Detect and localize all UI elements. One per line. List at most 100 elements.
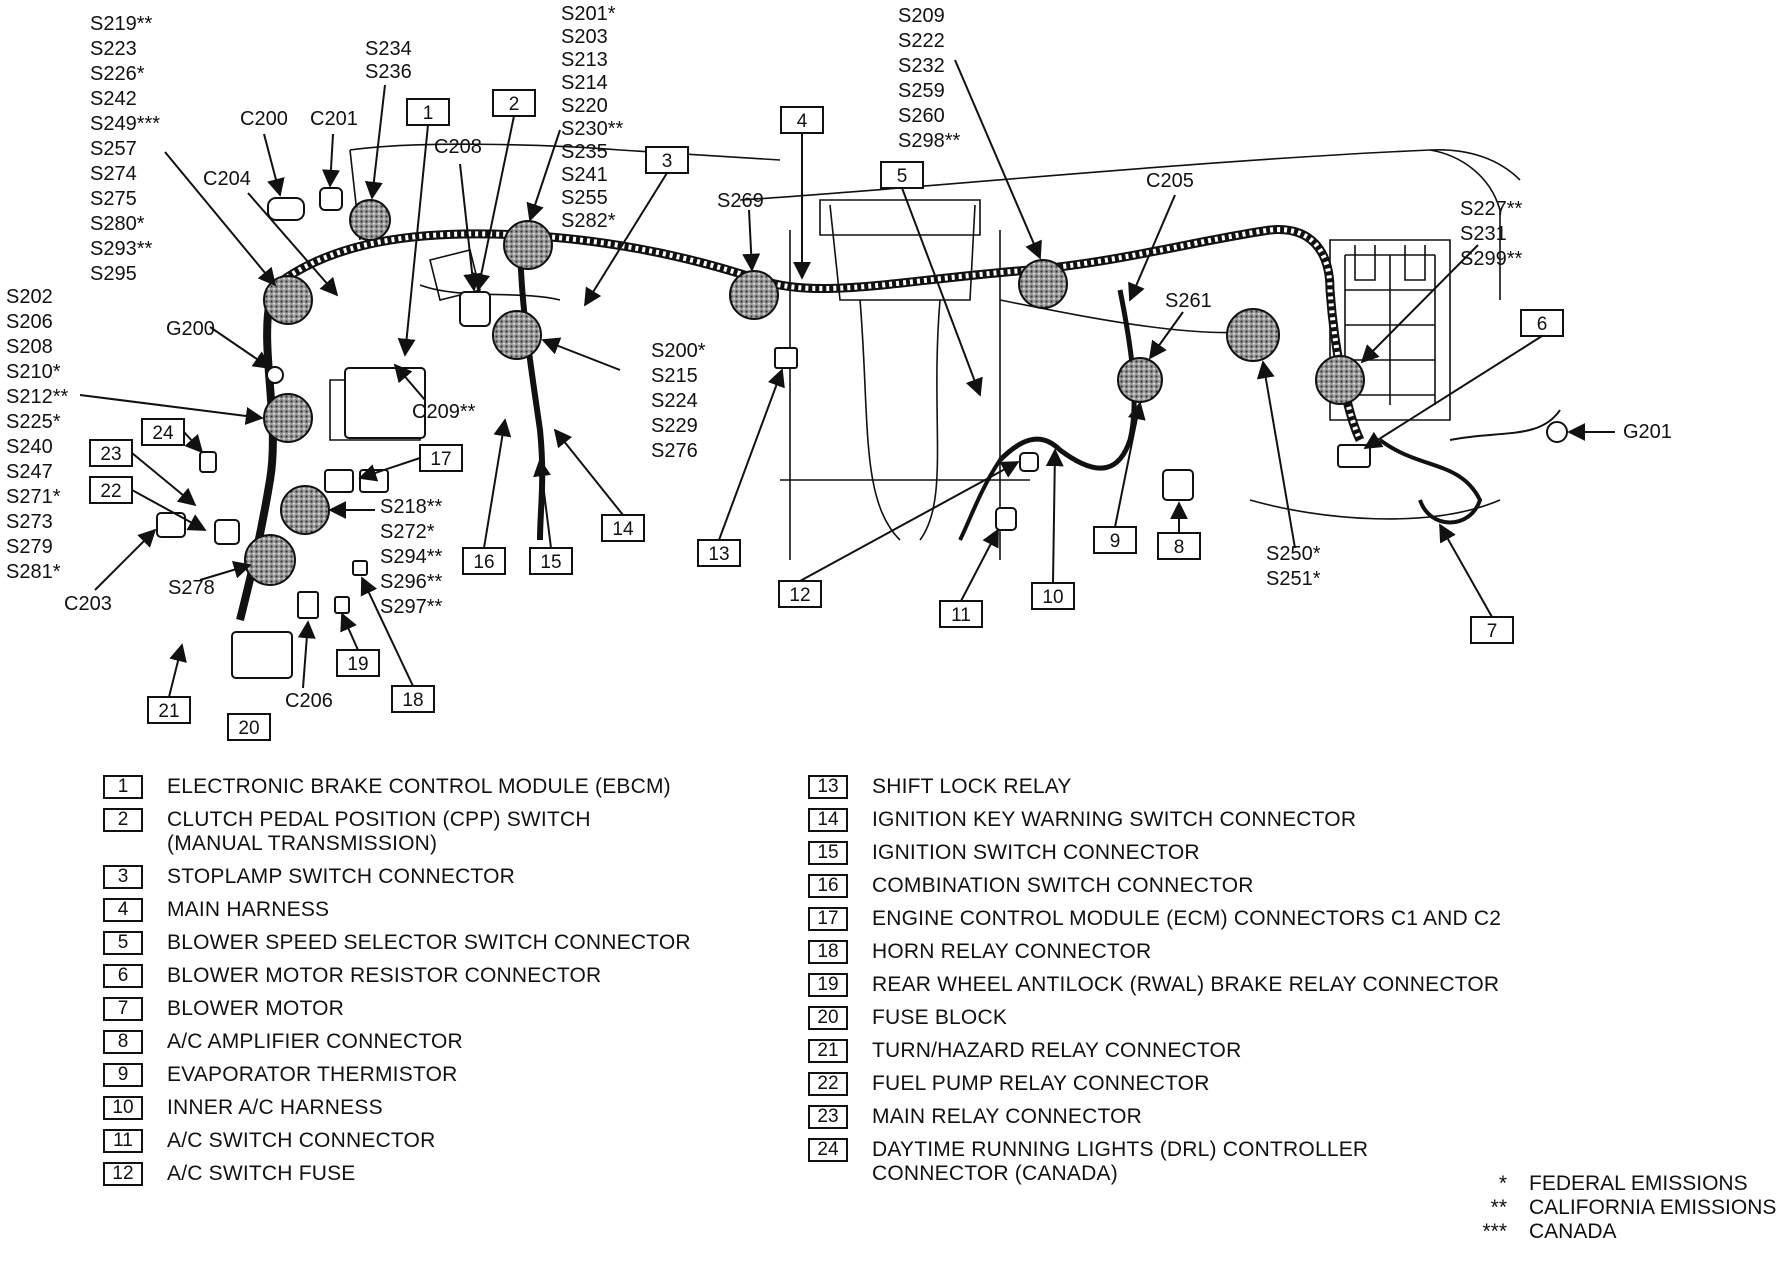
connector-23 [214,519,240,545]
legend-number-box: 19 [808,973,848,997]
box-7: 7 [1487,621,1498,642]
label-g201: G201 [1623,421,1672,443]
connector-c206 [297,591,319,619]
fuse-block [231,631,293,679]
connector-c203 [156,512,186,538]
splice-group-9: S250* S251* [1266,543,1326,590]
splice-pack-s209 [1018,259,1068,309]
label-s269: S269 [717,190,764,212]
legend-text: IGNITION SWITCH CONNECTOR [872,841,1200,864]
legend-item: 17 ENGINE CONTROL MODULE (ECM) CONNECTORS… [808,907,1548,931]
box-21: 21 [158,701,179,722]
footnote-symbol: * [1498,1172,1507,1195]
legend-item: 9 EVAPORATOR THERMISTOR [103,1063,743,1087]
legend-number-box: 21 [808,1039,848,1063]
legend-text: MAIN HARNESS [167,898,330,921]
box-18: 18 [402,690,423,711]
box-13: 13 [708,544,729,565]
legend-number-box: 9 [103,1063,143,1087]
footnote-row: * FEDERAL EMISSIONS [1455,1172,1776,1196]
legend-text: BLOWER MOTOR [167,997,345,1020]
numbered-callout-boxes [89,89,1564,741]
connector-6 [1337,444,1371,468]
legend-number-box: 8 [103,1030,143,1054]
label-c200: C200 [240,108,288,130]
legend-number-box: 12 [103,1162,143,1186]
legend-item: 16 COMBINATION SWITCH CONNECTOR [808,874,1548,898]
legend-text: HORN RELAY CONNECTOR [872,940,1152,963]
legend-number-box: 20 [808,1006,848,1030]
legend-number-box: 23 [808,1105,848,1129]
box-5: 5 [897,166,908,187]
splice-group-7: S227** S231 S299** [1460,198,1528,270]
box-20: 20 [238,718,259,739]
label-s261: S261 [1165,290,1212,312]
label-c209: C209** [412,401,476,423]
box-8: 8 [1174,537,1185,558]
legend-text: IGNITION KEY WARNING SWITCH CONNECTOR [872,808,1357,831]
legend-text: ENGINE CONTROL MODULE (ECM) CONNECTORS C… [872,907,1502,930]
label-c204: C204 [203,168,251,190]
footnote-row: **CALIFORNIA EMISSIONS [1455,1196,1777,1220]
splice-pack-s200 [492,310,542,360]
box-15: 15 [540,552,561,573]
label-c206: C206 [285,690,333,712]
footnotes: * FEDERAL EMISSIONS **CALIFORNIA EMISSION… [1455,1172,1776,1244]
connector-19 [334,596,350,614]
box-10: 10 [1042,587,1063,608]
footnote-symbol: *** [1482,1220,1507,1243]
box-14: 14 [612,519,634,540]
splice-group-4: S209 S222 S232 S259 S260 S298** [898,5,960,152]
legend-number-box: 1 [103,775,143,799]
legend-number-box: 15 [808,841,848,865]
box-17: 17 [430,449,451,470]
splice-pack-s201 [503,220,553,270]
legend-text: ELECTRONIC BRAKE CONTROL MODULE (EBCM) [167,775,671,798]
legend-text: EVAPORATOR THERMISTOR [167,1063,458,1086]
splice-group-2: S234 S236 [365,38,417,83]
splice-pack-s227 [1315,355,1365,405]
box-22: 22 [100,481,121,502]
label-c201: C201 [310,108,358,130]
connector-c208 [459,291,491,327]
splice-pack-s234 [349,199,391,241]
box-9: 9 [1110,531,1121,552]
connector-c200 [267,197,305,221]
legend-number-box: 16 [808,874,848,898]
footnote-text: CANADA [1529,1220,1617,1243]
splice-pack-s250 [1226,308,1280,362]
box-23: 23 [100,444,121,465]
splice-pack-s261 [1117,357,1163,403]
footnote-text: CALIFORNIA EMISSIONS [1529,1196,1777,1219]
connector-g201 [1546,421,1568,443]
legend-number-box: 14 [808,808,848,832]
splice-pack-s218 [280,485,330,535]
numbered-box-labels: 1 2 3 4 5 6 7 8 9 10 11 12 13 14 15 16 1… [100,94,1547,739]
splice-pack-s219 [263,275,313,325]
legend-text: INNER A/C HARNESS [167,1096,383,1119]
legend-text: COMBINATION SWITCH CONNECTOR [872,874,1254,897]
legend-number-box: 17 [808,907,848,931]
box-12: 12 [789,585,810,606]
legend-number-box: 5 [103,931,143,955]
legend-text: MAIN RELAY CONNECTOR [872,1105,1143,1128]
label-c203: C203 [64,593,112,615]
connector-8 [1162,469,1194,501]
connector-18 [352,560,368,576]
footnote-text: FEDERAL EMISSIONS [1529,1172,1748,1195]
box-11: 11 [951,605,971,626]
box-16: 16 [473,552,494,573]
label-c208: C208 [434,136,482,158]
legend-text: STOPLAMP SWITCH CONNECTOR [167,865,516,888]
legend-text: BLOWER MOTOR RESISTOR CONNECTOR [167,964,602,987]
